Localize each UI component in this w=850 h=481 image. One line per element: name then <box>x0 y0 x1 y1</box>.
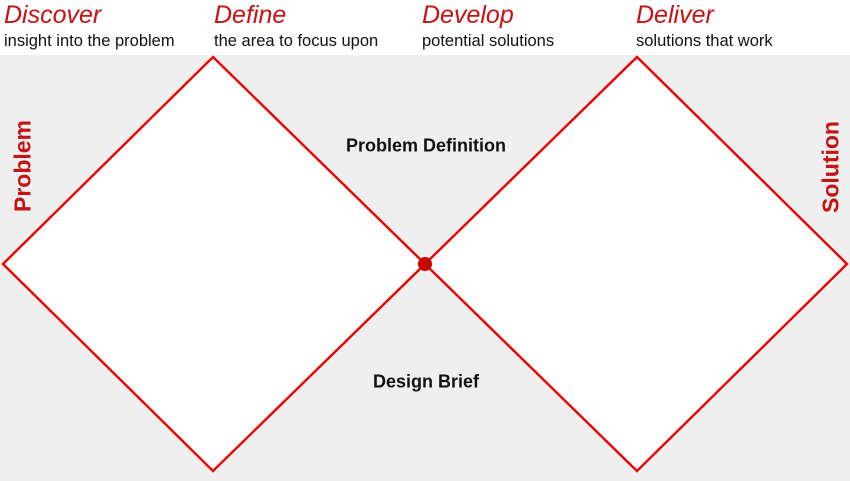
phase-description: insight into the problem <box>4 32 175 50</box>
problem-side-label: Problem <box>9 119 36 213</box>
phase-column-discover: Discover insight into the problem <box>4 1 175 51</box>
phase-description: solutions that work <box>636 32 773 50</box>
right-diamond-shape <box>423 55 849 473</box>
phase-title: Develop <box>422 1 514 29</box>
center-node-dot <box>418 257 432 271</box>
phase-description: the area to focus upon <box>214 32 379 50</box>
phase-title: Define <box>214 1 287 29</box>
phase-column-develop: Develop potential solutions <box>422 1 554 51</box>
problem-definition-label: Problem Definition <box>345 135 507 156</box>
phase-column-define: Define the area to focus upon <box>214 1 378 51</box>
phase-title: Deliver <box>636 1 714 29</box>
phase-column-deliver: Deliver solutions that work <box>636 1 773 51</box>
left-diamond-shape <box>1 55 427 473</box>
phase-description: potential solutions <box>422 32 555 50</box>
design-brief-label: Design Brief <box>372 371 480 392</box>
phase-title: Discover <box>4 1 102 29</box>
solution-side-label: Solution <box>817 121 844 213</box>
